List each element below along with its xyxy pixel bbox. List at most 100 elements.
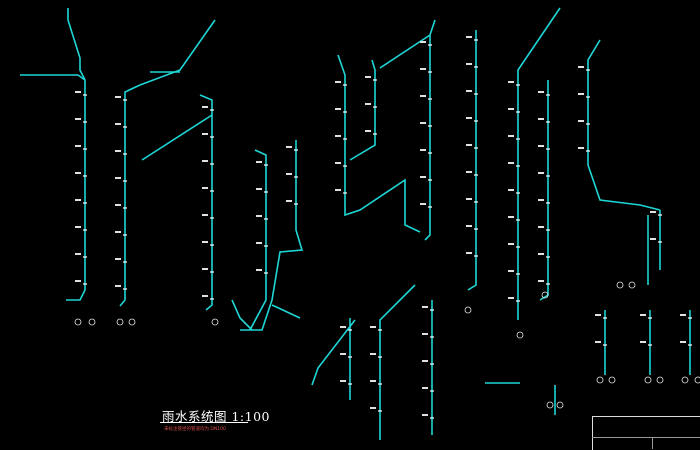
title-block-frame [592, 416, 700, 450]
annotation-mark [115, 204, 121, 206]
annotation-mark [340, 326, 346, 328]
annotation-mark [286, 173, 292, 175]
annotation-mark [538, 253, 544, 255]
riser-end-symbol [464, 306, 472, 314]
annotation-mark [466, 90, 472, 92]
annotation-mark [335, 81, 341, 83]
annotation-mark [538, 199, 544, 201]
riser-pipe [379, 284, 416, 440]
annotation-mark [508, 108, 514, 110]
annotation-mark [578, 66, 584, 68]
annotation-mark [420, 176, 426, 178]
riser-end-symbol [694, 376, 700, 384]
annotation-mark [370, 326, 376, 328]
riser-pipe [119, 19, 216, 307]
annotation-mark [75, 280, 81, 282]
riser-pipe [379, 19, 436, 69]
annotation-mark [256, 188, 262, 190]
annotation-mark [420, 122, 426, 124]
riser-end-symbol [656, 376, 664, 384]
annotation-mark [680, 341, 686, 343]
branch-pipe [240, 140, 304, 331]
annotation-mark [538, 226, 544, 228]
annotation-mark [650, 211, 656, 213]
annotation-mark [538, 172, 544, 174]
annotation-mark [538, 118, 544, 120]
annotation-mark [370, 380, 376, 382]
annotation-mark [680, 314, 686, 316]
annotation-mark [538, 280, 544, 282]
annotation-mark [466, 63, 472, 65]
annotation-mark [595, 341, 601, 343]
riser-end-symbol [88, 318, 96, 326]
branch-pipe [271, 304, 301, 319]
riser-pipe [517, 7, 561, 320]
annotation-mark [75, 91, 81, 93]
riser-pipe [337, 54, 421, 233]
annotation-mark [256, 161, 262, 163]
title-block-divider [592, 437, 700, 438]
annotation-mark [256, 215, 262, 217]
annotation-mark [420, 149, 426, 151]
annotation-mark [466, 225, 472, 227]
annotation-mark [202, 133, 208, 135]
riser-pipe [587, 39, 661, 211]
drawing-note: 未标注管径的管道均为 DN100 [164, 427, 226, 432]
branch-pipe [231, 299, 253, 331]
riser-end-symbol [116, 318, 124, 326]
annotation-mark [335, 135, 341, 137]
annotation-mark [508, 135, 514, 137]
annotation-mark [115, 285, 121, 287]
annotation-mark [115, 177, 121, 179]
annotation-mark [202, 106, 208, 108]
annotation-mark [202, 187, 208, 189]
annotation-mark [75, 226, 81, 228]
pipe-network [20, 7, 691, 440]
annotation-mark [202, 295, 208, 297]
annotation-mark [365, 103, 371, 105]
annotation-mark [420, 68, 426, 70]
annotation-mark [365, 76, 371, 78]
annotation-mark [466, 36, 472, 38]
riser-end-symbol [644, 376, 652, 384]
riser-pipe [311, 319, 356, 386]
annotation-mark [595, 314, 601, 316]
riser-end-symbol [628, 281, 636, 289]
annotation-mark [115, 123, 121, 125]
annotation-mark [340, 353, 346, 355]
riser-end-symbol [74, 318, 82, 326]
annotation-mark [508, 243, 514, 245]
annotation-mark [75, 172, 81, 174]
annotation-mark [420, 41, 426, 43]
drawing-title: 雨水系统图 1:100 [162, 409, 270, 424]
annotation-mark [422, 414, 428, 416]
annotation-mark [256, 242, 262, 244]
annotation-mark [466, 198, 472, 200]
annotation-mark [508, 297, 514, 299]
riser-end-symbol [211, 318, 219, 326]
annotation-mark [640, 314, 646, 316]
annotation-mark [578, 120, 584, 122]
annotation-mark [115, 258, 121, 260]
annotation-mark [420, 203, 426, 205]
riser-pipe [467, 30, 477, 291]
annotation-mark [578, 93, 584, 95]
annotation-mark [365, 130, 371, 132]
annotation-mark [508, 81, 514, 83]
annotation-mark [578, 147, 584, 149]
annotation-mark [335, 189, 341, 191]
annotation-mark [650, 238, 656, 240]
annotation-mark [286, 200, 292, 202]
annotation-mark [508, 189, 514, 191]
annotation-mark [75, 118, 81, 120]
annotation-mark [640, 341, 646, 343]
annotation-mark [508, 216, 514, 218]
annotation-mark [466, 171, 472, 173]
annotation-mark [340, 380, 346, 382]
annotation-mark [286, 146, 292, 148]
branch-pipe [539, 80, 549, 301]
pipe-annotations [75, 36, 686, 416]
annotation-mark [115, 231, 121, 233]
annotation-mark [202, 268, 208, 270]
riser-end-symbol [608, 376, 616, 384]
